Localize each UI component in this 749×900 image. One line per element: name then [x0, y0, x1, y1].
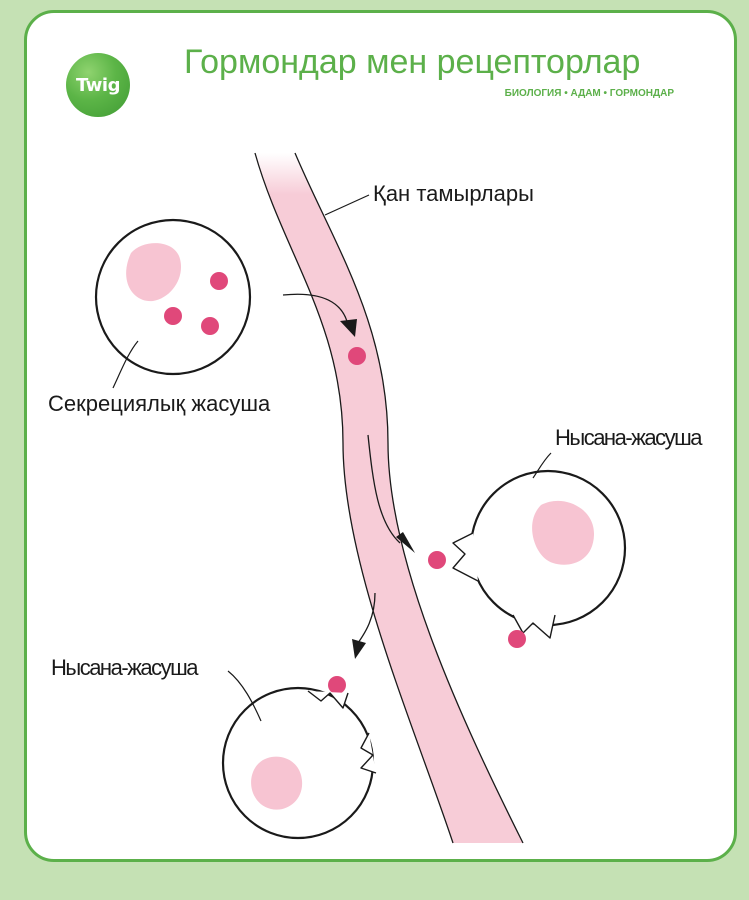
target-cell-right [453, 471, 625, 648]
hormone-molecule [508, 630, 526, 648]
secretory-cell-label: Секрециялық жасуша [48, 391, 271, 416]
secretory-cell [96, 220, 250, 374]
hormone-molecule [164, 307, 182, 325]
transport-arrow-left-head [352, 639, 366, 659]
target-cell-left-membrane [223, 688, 373, 838]
blood-vessel-leader-line [325, 195, 369, 215]
target-cell-left [223, 688, 376, 838]
diagram-card: Twig Гормондар мен рецепторлар БИОЛОГИЯ … [24, 10, 737, 862]
target-cell-left-label: Нысана-жасуша [51, 655, 199, 680]
blood-vessel-label: Қан тамырлары [373, 181, 534, 206]
hormone-receptor-diagram: Қан тамырлары Секрециялық жасуша [27, 13, 737, 862]
hormone-molecule [201, 317, 219, 335]
target-cell-left-nucleus [251, 757, 302, 810]
secretory-cell-membrane [96, 220, 250, 374]
hormone-molecule [428, 551, 446, 569]
target-cell-right-label: Нысана-жасуша [555, 425, 703, 450]
hormone-molecule [210, 272, 228, 290]
hormone-molecule [328, 676, 346, 694]
hormone-molecule [348, 347, 366, 365]
